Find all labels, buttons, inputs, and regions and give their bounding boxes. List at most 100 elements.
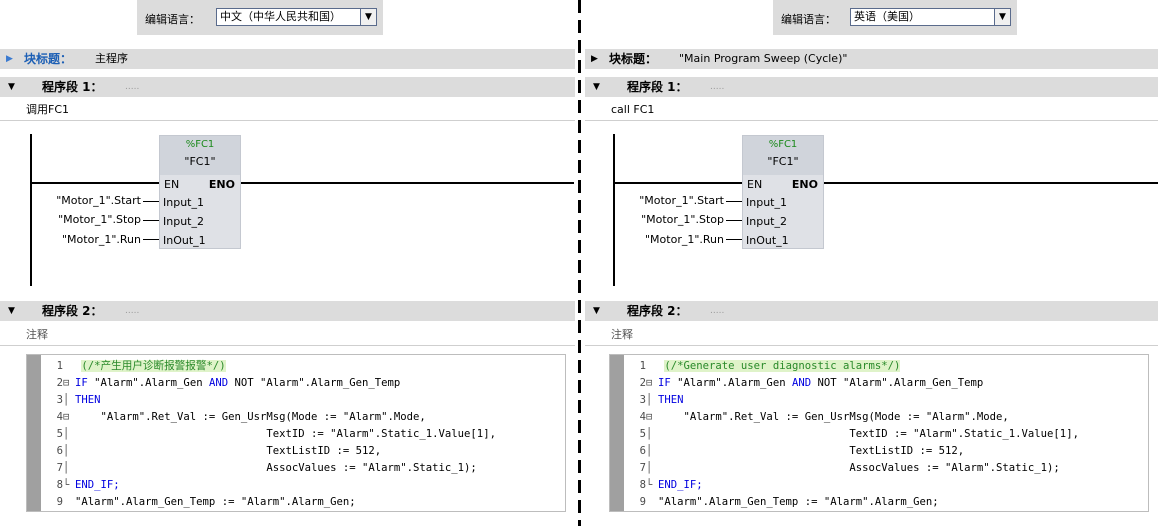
network-2-title[interactable]: ..... (710, 306, 725, 316)
network-2-title[interactable]: ..... (125, 306, 140, 316)
line-number: 5 (56, 428, 63, 440)
param-inout-1[interactable]: "Motor_1".Run (645, 233, 724, 246)
collapse-arrow-icon[interactable]: ▼ (593, 82, 600, 92)
param-inout-1[interactable]: "Motor_1".Run (62, 233, 141, 246)
lang-label: 编辑语言： (145, 13, 200, 26)
language-select[interactable]: 中文（中华人民共和国） ▼ (216, 8, 377, 26)
param-wire (726, 201, 742, 202)
network-2-header[interactable]: ▼ 程序段 2： ..... (0, 301, 575, 321)
param-input-1[interactable]: "Motor_1".Start (56, 194, 141, 207)
line-number: 9 (56, 496, 63, 508)
collapse-arrow-icon[interactable]: ▼ (593, 306, 600, 316)
fold-icon[interactable]: ⊟ (63, 411, 70, 423)
param-wire (726, 220, 742, 221)
line-number: 2 (56, 377, 63, 389)
line-number: 8 (639, 479, 646, 491)
network-2-header[interactable]: ▼ 程序段 2： ..... (585, 301, 1158, 321)
eno-wire (240, 182, 574, 184)
block-title-bar[interactable]: ▶ 块标题： 主程序 (0, 49, 575, 69)
line-number: 3 (56, 394, 63, 406)
expand-arrow-icon[interactable]: ▶ (6, 54, 13, 64)
fc1-header (160, 136, 240, 175)
fold-icon[interactable]: ⊟ (63, 377, 70, 389)
expand-arrow-icon[interactable]: ▶ (591, 54, 598, 64)
collapse-arrow-icon[interactable]: ▼ (8, 82, 15, 92)
en-wire (30, 182, 160, 184)
fc1-box[interactable]: %FC1 "FC1" EN ENO Input_1 Input_2 InOut_… (159, 135, 241, 249)
power-rail (613, 134, 615, 286)
fc1-name: "FC1" (184, 155, 216, 168)
line-number: 6 (639, 445, 646, 457)
line-number: 8 (56, 479, 63, 491)
line-number: 1 (56, 360, 63, 372)
pin-input-1: Input_1 (746, 196, 787, 209)
network-1-title[interactable]: ..... (125, 82, 140, 92)
left-editor-panel: 编辑语言： 中文（中华人民共和国） ▼ ▶ 块标题： 主程序 ▼ 程序段 1： … (0, 0, 575, 526)
pin-eno: ENO (208, 178, 235, 191)
fold-icon[interactable]: ⊟ (646, 411, 653, 423)
fc1-address: %FC1 (185, 139, 215, 150)
collapse-arrow-icon[interactable]: ▼ (8, 306, 15, 316)
block-title-bar[interactable]: ▶ 块标题： "Main Program Sweep (Cycle)" (585, 49, 1158, 69)
lang-bar: 编辑语言： 英语（美国） ▼ (773, 0, 1017, 35)
param-wire (143, 239, 159, 240)
language-select-value: 中文（中华人民共和国） (220, 10, 341, 23)
scl-code-editor[interactable]: 1 (/*Generate user diagnostic alarms*/) … (609, 354, 1149, 512)
editor-gutter (610, 355, 624, 511)
block-title-label: 块标题： (609, 52, 658, 66)
fc1-address: %FC1 (768, 139, 798, 150)
line-number: 2 (639, 377, 646, 389)
en-wire (613, 182, 743, 184)
network-1-header[interactable]: ▼ 程序段 1： ..... (585, 77, 1158, 97)
block-title-value[interactable]: "Main Program Sweep (Cycle)" (679, 52, 848, 65)
pin-input-2: Input_2 (163, 215, 204, 228)
split-divider (578, 0, 581, 526)
scl-code-editor[interactable]: 1 (/*产生用户诊断报警报警*/) 2⊟IF "Alarm".Alarm_Ge… (26, 354, 566, 512)
network-1-label: 程序段 1： (42, 80, 103, 94)
network-2-comment[interactable]: 注释 (585, 324, 1158, 346)
line-number: 5 (639, 428, 646, 440)
chevron-down-icon[interactable]: ▼ (994, 9, 1010, 25)
network-2-label: 程序段 2： (627, 304, 688, 318)
line-number: 6 (56, 445, 63, 457)
network-2-comment[interactable]: 注释 (0, 324, 575, 346)
line-number: 7 (56, 462, 63, 474)
block-title-value[interactable]: 主程序 (95, 52, 128, 65)
network-1-comment[interactable]: 调用FC1 (0, 99, 575, 121)
network-1-comment[interactable]: call FC1 (585, 99, 1158, 121)
network-2-label: 程序段 2： (42, 304, 103, 318)
editor-gutter (27, 355, 41, 511)
eno-wire (823, 182, 1158, 184)
param-input-2[interactable]: "Motor_1".Stop (641, 213, 724, 226)
pin-inout-1: InOut_1 (746, 234, 789, 247)
param-input-1[interactable]: "Motor_1".Start (639, 194, 724, 207)
line-number: 4 (56, 411, 63, 423)
lang-bar: 编辑语言： 中文（中华人民共和国） ▼ (137, 0, 383, 35)
fold-icon[interactable]: ⊟ (646, 377, 653, 389)
param-wire (143, 220, 159, 221)
network-1-title[interactable]: ..... (710, 82, 725, 92)
language-select[interactable]: 英语（美国） ▼ (850, 8, 1011, 26)
pin-eno: ENO (791, 178, 818, 191)
network-1-header[interactable]: ▼ 程序段 1： ..... (0, 77, 575, 97)
block-title-label: 块标题： (24, 52, 73, 66)
code-comment: (/*产生用户诊断报警报警*/) (81, 360, 226, 372)
pin-input-2: Input_2 (746, 215, 787, 228)
right-editor-panel: 编辑语言： 英语（美国） ▼ ▶ 块标题： "Main Program Swee… (585, 0, 1158, 526)
fc1-header (743, 136, 823, 175)
param-wire (143, 201, 159, 202)
line-number: 9 (639, 496, 646, 508)
line-number: 4 (639, 411, 646, 423)
fc1-name: "FC1" (767, 155, 799, 168)
line-number: 7 (639, 462, 646, 474)
param-wire (726, 239, 742, 240)
chevron-down-icon[interactable]: ▼ (360, 9, 376, 25)
network-1-label: 程序段 1： (627, 80, 688, 94)
pin-inout-1: InOut_1 (163, 234, 206, 247)
line-number: 3 (639, 394, 646, 406)
fc1-box[interactable]: %FC1 "FC1" EN ENO Input_1 Input_2 InOut_… (742, 135, 824, 249)
pin-en: EN (747, 178, 763, 191)
language-select-value: 英语（美国） (854, 10, 920, 23)
param-input-2[interactable]: "Motor_1".Stop (58, 213, 141, 226)
pin-input-1: Input_1 (163, 196, 204, 209)
